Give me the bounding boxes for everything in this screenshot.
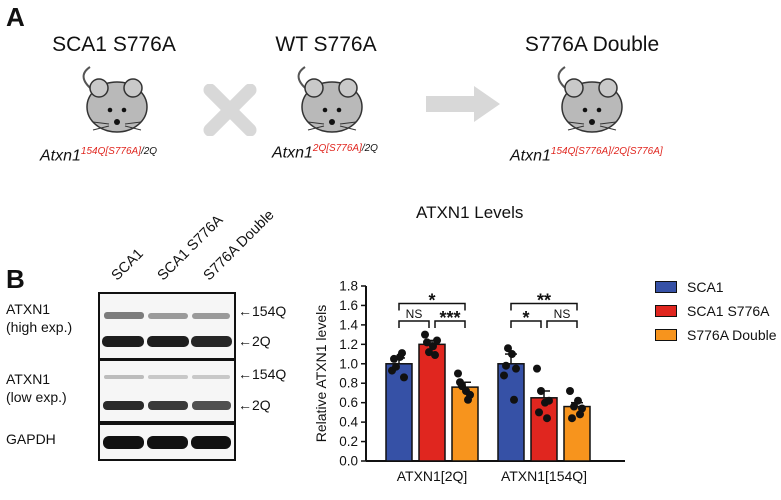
marker-154q-high: ←154Q [238, 303, 287, 319]
data-point [456, 378, 464, 387]
bar [497, 363, 525, 462]
significance-bracket [510, 302, 578, 311]
data-point [500, 371, 508, 380]
bar [530, 397, 558, 462]
chart-legend: SCA1 SCA1 S776A S776A Double [655, 275, 777, 347]
data-point [566, 387, 574, 395]
data-point [433, 336, 441, 345]
data-point [535, 408, 543, 417]
mouse-title-wt-s776a: WT S776A [275, 33, 377, 56]
data-point [510, 395, 518, 404]
data-point [512, 364, 520, 373]
x-tick-label: ATXN1[154Q] [501, 468, 587, 484]
mouse-title-s776a-double: S776A Double [524, 33, 660, 56]
data-point [502, 361, 510, 370]
data-point [400, 373, 408, 382]
y-tick-label: 0.8 [339, 376, 358, 391]
genotype-wt-s776a: Atxn12Q[S776A]/2Q [272, 143, 378, 162]
bar [418, 343, 446, 462]
legend-swatch-s776a-double [655, 329, 677, 341]
y-tick-label: 0.6 [339, 395, 358, 410]
mouse-icon [82, 66, 148, 133]
y-tick-label: 1.8 [339, 279, 358, 294]
x-tick-label: ATXN1[2Q] [397, 468, 468, 484]
significance-bracket [398, 302, 466, 311]
significance-bracket [434, 320, 466, 328]
data-point [533, 364, 541, 373]
data-point [568, 414, 576, 423]
y-tick-label: 0.0 [339, 454, 358, 469]
data-point [504, 344, 512, 353]
data-point [431, 351, 439, 360]
y-tick-label: 0.4 [339, 415, 358, 430]
legend-item-s776a-double: S776A Double [655, 323, 777, 347]
data-point [508, 350, 516, 359]
marker-2q-low: ←2Q [238, 397, 271, 413]
significance-label: ** [537, 291, 551, 311]
legend-item-sca1-s776a: SCA1 S776A [655, 299, 777, 323]
data-point [423, 338, 431, 347]
legend-item-sca1: SCA1 [655, 275, 777, 299]
blot-label-gapdh: GAPDH [6, 431, 56, 447]
legend-label-sca1-s776a: SCA1 S776A [687, 303, 770, 319]
data-point [425, 348, 433, 357]
legend-label-s776a-double: S776A Double [687, 327, 777, 343]
blot-gapdh [98, 423, 236, 461]
panel-a-letter: A [6, 2, 25, 32]
right-arrow-icon [426, 86, 500, 122]
mouse-title-sca1-s776a: SCA1 S776A [52, 33, 176, 56]
data-point [392, 362, 400, 371]
y-axis-label: Relative ATXN1 levels [313, 305, 329, 442]
data-point [574, 396, 582, 405]
genotype-sca1-s776a: Atxn1154Q[S776A]/2Q [40, 146, 158, 165]
data-point [398, 349, 406, 358]
significance-label: NS [554, 307, 571, 321]
blot-label-atxn1-high: ATXN1(high exp.) [6, 301, 73, 335]
significance-bracket [510, 320, 542, 328]
mouse-icon [557, 66, 623, 133]
data-point [464, 395, 472, 404]
y-tick-label: 1.0 [339, 356, 358, 371]
significance-bracket [546, 320, 578, 328]
y-tick-label: 0.2 [339, 434, 358, 449]
data-point [421, 330, 429, 339]
data-point [537, 387, 545, 395]
data-point [454, 369, 462, 378]
data-point [390, 354, 398, 363]
y-tick-label: 1.2 [339, 337, 358, 352]
significance-label: NS [406, 307, 423, 321]
bar [385, 363, 413, 462]
blot-atxn1-high-exposure [98, 292, 236, 360]
blot-label-atxn1-low: ATXN1(low exp.) [6, 371, 67, 405]
y-tick-label: 1.4 [339, 317, 358, 332]
data-point [543, 414, 551, 423]
marker-2q-high: ←2Q [238, 333, 271, 349]
significance-bracket [398, 320, 430, 328]
legend-swatch-sca1 [655, 281, 677, 293]
significance-label: *** [439, 308, 460, 328]
data-point [429, 342, 437, 351]
genotype-s776a-double: Atxn1154Q[S776A]/2Q[S776A] [510, 146, 663, 165]
bar [563, 405, 591, 462]
marker-154q-low: ←154Q [238, 366, 287, 382]
data-point [545, 396, 553, 405]
legend-swatch-sca1-s776a [655, 305, 677, 317]
y-tick-label: 1.6 [339, 298, 358, 313]
chart-title: ATXN1 Levels [416, 203, 524, 222]
significance-label: * [522, 308, 529, 328]
data-point [576, 410, 584, 419]
cross-icon [203, 84, 257, 136]
panel-b-letter: B [6, 264, 25, 294]
legend-label-sca1: SCA1 [687, 279, 724, 295]
data-point [570, 402, 578, 411]
blot-atxn1-low-exposure [98, 359, 236, 423]
lane-label-sca1: SCA1 [108, 245, 147, 284]
mouse-icon [297, 66, 363, 133]
significance-label: * [428, 291, 435, 311]
